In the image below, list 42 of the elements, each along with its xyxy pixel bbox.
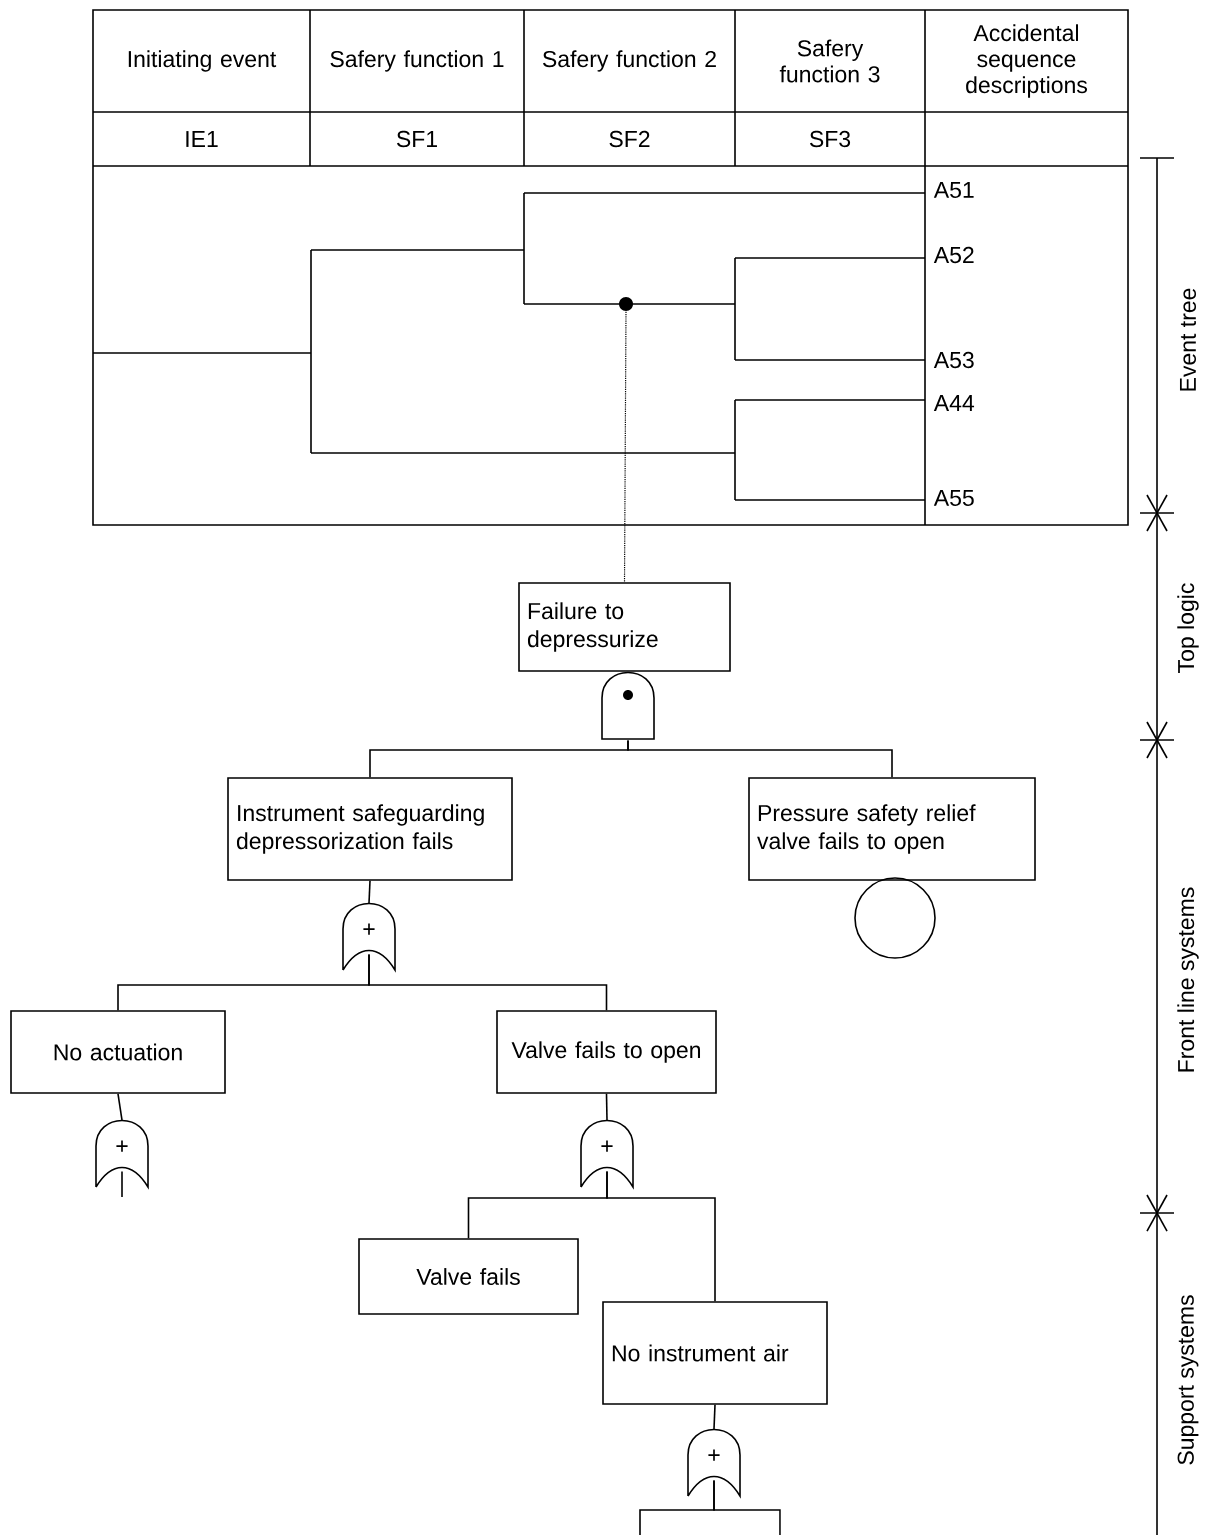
- connector-line: [605, 1093, 608, 1121]
- event-box: Instrument safeguarding depressorization fails: [227, 777, 513, 881]
- column-heading: Safery function 1: [330, 50, 504, 72]
- column-heading: Initiating event: [128, 50, 277, 72]
- sequence-label: A44: [933, 395, 975, 411]
- event-box: No actuation: [10, 1010, 226, 1094]
- column-code: SF2: [609, 130, 650, 148]
- column-heading: Safery function 3: [779, 39, 880, 83]
- section-label: Top logic: [1177, 583, 1199, 673]
- connector-line: [121, 1170, 123, 1198]
- or-gate: +: [342, 902, 396, 971]
- event-box: Failure to depressurize: [518, 582, 731, 672]
- basic-event-circle: [854, 877, 936, 959]
- column-heading: Safery function 2: [543, 50, 716, 72]
- or-gate: +: [580, 1119, 634, 1188]
- column-code: IE1: [186, 131, 218, 147]
- event-box: Pressure safety relief valve fails to open: [748, 777, 1036, 881]
- event-box: No instrument air: [602, 1301, 828, 1405]
- event-box: Valve fails: [358, 1238, 579, 1315]
- column-heading: Accidental sequence descriptions: [966, 24, 1087, 98]
- column-code: SF3: [809, 130, 851, 148]
- sequence-label: A52: [933, 246, 974, 264]
- section-label: Support systems: [1177, 1295, 1199, 1465]
- or-gate: +: [95, 1119, 149, 1188]
- connector-line: [368, 880, 371, 904]
- sequence-label: A53: [933, 351, 974, 369]
- connector-line: [117, 1093, 123, 1121]
- and-gate: [601, 671, 655, 740]
- connector-line: [368, 953, 608, 1011]
- sequence-label: A51: [933, 182, 974, 199]
- column-code: SF1: [396, 130, 437, 148]
- connector-line: [606, 1170, 716, 1302]
- section-label: Front line systems: [1177, 887, 1199, 1072]
- branch-point: [619, 297, 633, 311]
- connector-line: [713, 1479, 781, 1535]
- sequence-label: A55: [933, 490, 974, 507]
- connector-line: [713, 1404, 716, 1430]
- leader-line: [623, 311, 627, 583]
- or-gate: +: [687, 1428, 741, 1497]
- section-label: Event tree: [1180, 288, 1196, 391]
- event-box: Valve fails to open: [496, 1010, 717, 1094]
- connector-line: [627, 739, 893, 778]
